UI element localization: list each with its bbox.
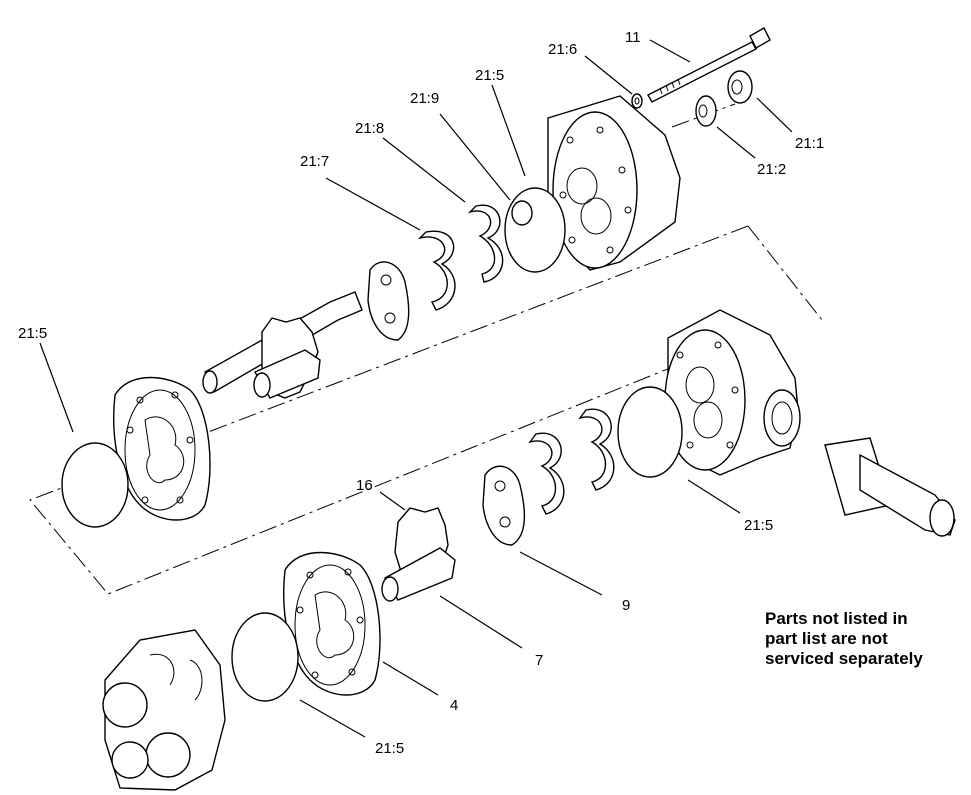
seal-21-8 [467, 204, 504, 283]
note-line-2: part list are not [765, 629, 888, 648]
front-plate [113, 376, 211, 521]
o-ring-21-5-bottom [231, 612, 299, 702]
label-21-5-bottom: 21:5 [375, 740, 404, 757]
port-fitting [824, 437, 956, 537]
label-21-6: 21:6 [548, 41, 577, 58]
label-16: 16 [356, 477, 373, 494]
label-21-5-left: 21:5 [18, 325, 47, 342]
wear-plate-upper [367, 261, 410, 341]
assembly-centerline [29, 225, 823, 595]
label-21-8: 21:8 [355, 120, 384, 137]
label-21-9: 21:9 [410, 90, 439, 107]
label-9: 9 [622, 597, 630, 614]
seal-21-1 [727, 70, 753, 104]
label-7: 7 [535, 652, 543, 669]
washer-21-6 [631, 93, 643, 109]
label-4: 4 [450, 697, 458, 714]
seal-21-7 [417, 230, 456, 311]
front-cover-housing [547, 95, 681, 271]
seal-middle-2 [528, 432, 565, 515]
seal-disc-21-9 [504, 187, 566, 273]
idler-gear-16 [381, 507, 456, 602]
label-21-5-top: 21:5 [475, 67, 504, 84]
label-21-5-right: 21:5 [744, 517, 773, 534]
note-line-1: Parts not listed in [765, 609, 908, 628]
leader-lines [39, 39, 793, 738]
wear-plate-9 [482, 465, 526, 546]
bolt-11 [647, 27, 771, 103]
ring-21-2 [695, 95, 717, 127]
rear-housing-with-port [664, 309, 801, 476]
label-21-1: 21:1 [795, 135, 824, 152]
drive-shaft-gear [202, 291, 363, 399]
label-11: 11 [625, 29, 641, 46]
body-plate-4 [283, 551, 381, 696]
rear-cover [102, 629, 226, 791]
seal-middle-1 [578, 408, 615, 491]
o-ring-21-5-right [617, 386, 683, 478]
note-line-3: serviced separately [765, 649, 923, 668]
o-ring-21-5-left [61, 442, 129, 528]
label-21-2: 21:2 [757, 161, 786, 178]
label-21-7: 21:7 [300, 153, 329, 170]
